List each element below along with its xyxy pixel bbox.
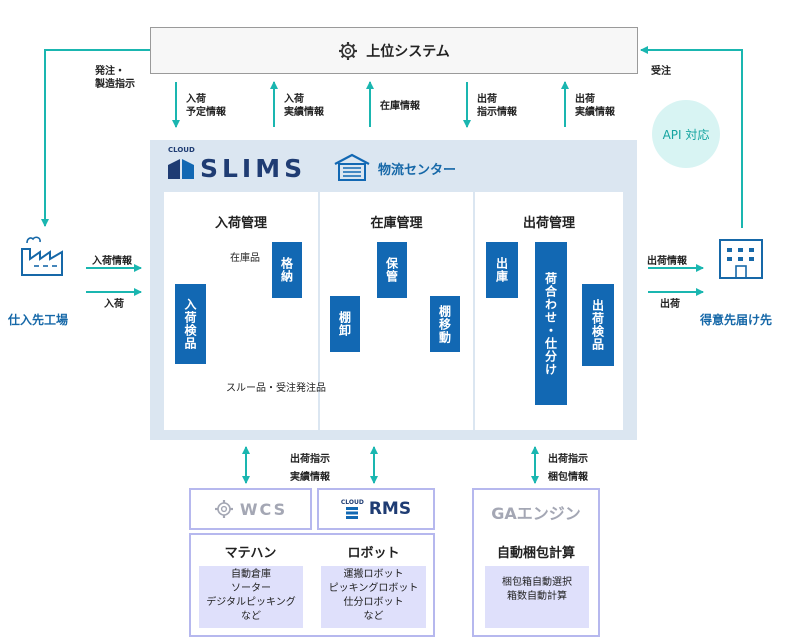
stocktake-box: 棚卸 — [330, 296, 360, 352]
ga-engine-label: GAエンジン — [491, 504, 581, 523]
upper-system-label: 上位システム — [366, 43, 450, 60]
inbound-title: 入荷管理 — [214, 216, 267, 231]
stock-title: 在庫管理 — [370, 216, 423, 231]
wcs-box: WCS — [189, 488, 312, 530]
flow-inbound-plan: 入荷予定情報 — [186, 94, 226, 118]
supplier-goods-label: 入荷 — [104, 299, 124, 310]
rms-box: CLOUD RMS — [317, 488, 435, 530]
slims-logo-icon — [168, 159, 194, 179]
combine-sort-box: 荷合わせ・仕分け — [535, 242, 567, 405]
stock-item-label: 在庫品 — [230, 253, 260, 264]
flow-ship-instruction: 出荷指示情報 — [477, 94, 517, 118]
robot-title: ロボット — [347, 546, 400, 561]
customer-goods-label: 出荷 — [660, 299, 680, 310]
customer-label: 得意先届け先 — [700, 313, 773, 327]
material-title: マテハン — [224, 546, 277, 561]
outbound-inspection-box: 出荷検品 — [582, 284, 614, 366]
flow-inbound-result: 入荷実績情報 — [284, 94, 324, 118]
bottom-left-flow-label: 出荷指示実績情報 — [290, 454, 330, 483]
logistics-center-label: 物流センター — [378, 163, 457, 178]
robot-list: 運搬ロボットピッキングロボット仕分ロボットなど — [321, 566, 426, 628]
upper-system-box: 上位システム — [150, 27, 638, 74]
shipping-box: 出庫 — [486, 242, 518, 298]
bottom-right-flow-label: 出荷指示梱包情報 — [548, 454, 588, 483]
flow-ship-result: 出荷実績情報 — [575, 94, 615, 118]
building-icon — [719, 239, 763, 279]
receive-order-label: 受注 — [651, 66, 671, 77]
order-line — [41, 49, 150, 227]
wcs-label: WCS — [239, 499, 288, 519]
api-badge: API 対応 — [652, 100, 720, 168]
relocation-box: 棚移動 — [430, 296, 460, 352]
ga-feature-list: 梱包箱自動選択箱数自動計算 — [485, 566, 589, 628]
customer-info-label: 出荷情報 — [647, 256, 687, 267]
supplier-info-label: 入荷情報 — [92, 256, 132, 267]
storage-box: 保管 — [377, 242, 407, 298]
putaway-box: 格納 — [272, 242, 302, 298]
order-instruction-label: 発注・製造指示 — [95, 66, 135, 90]
rms-cloud-tag: CLOUD — [340, 498, 364, 506]
outbound-title: 出荷管理 — [522, 216, 575, 231]
slims-logo-text: SLIMS — [200, 154, 307, 183]
material-list: 自動倉庫ソーターデジタルピッキングなど — [199, 566, 303, 628]
flow-stock-info: 在庫情報 — [380, 101, 420, 112]
gear-icon — [339, 41, 358, 60]
rms-label: RMS — [368, 499, 412, 519]
receive-order-line — [640, 46, 743, 228]
warehouse-icon — [334, 153, 370, 181]
factory-icon — [21, 236, 63, 276]
inbound-inspection-box: 入荷検品 — [175, 284, 206, 364]
wcs-gear-icon — [214, 500, 233, 518]
slims-cloud-tag: CLOUD — [168, 146, 195, 154]
auto-packing-title: 自動梱包計算 — [496, 546, 575, 561]
rms-logo-icon — [346, 506, 359, 519]
supplier-label: 仕入先工場 — [8, 313, 69, 327]
through-item-label: スルー品・受注発注品 — [226, 383, 326, 394]
